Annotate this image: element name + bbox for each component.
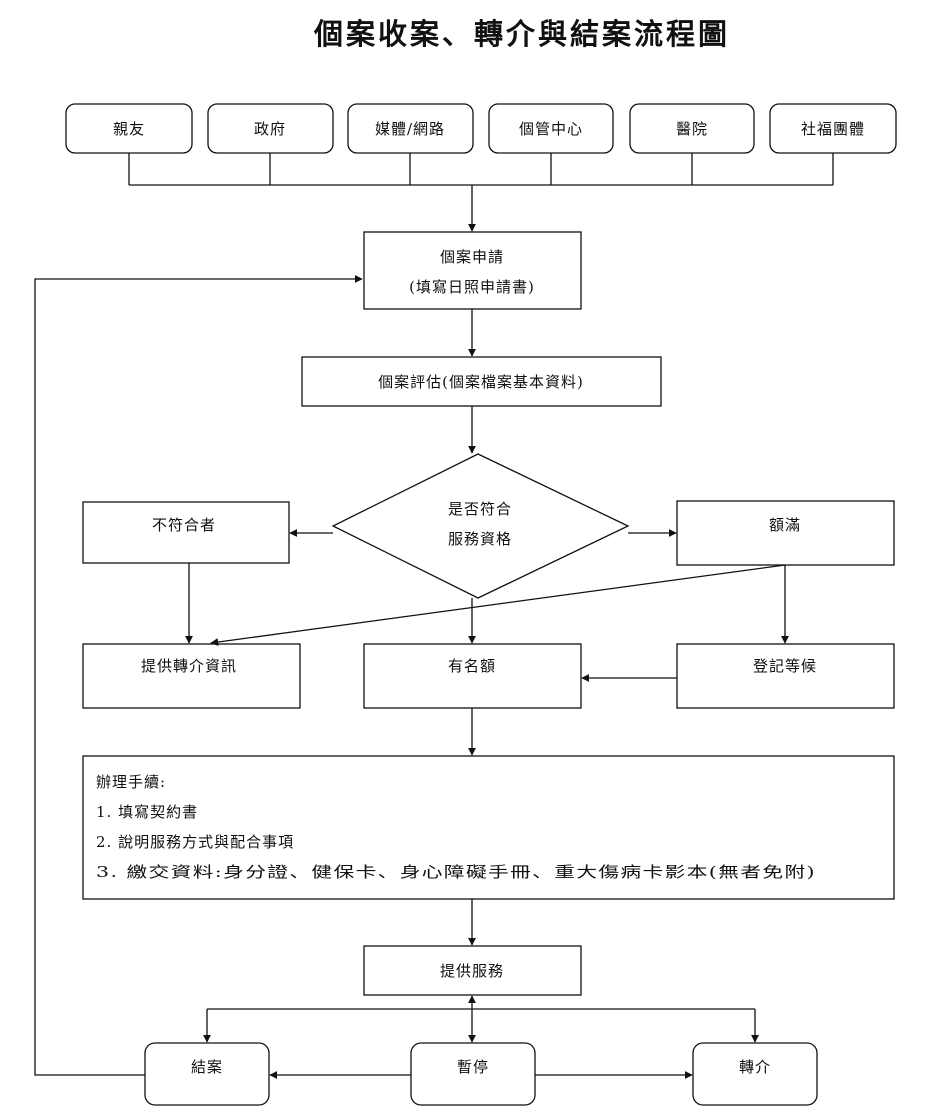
pause-box <box>410 1042 536 1106</box>
outcome-connectors <box>34 275 759 1079</box>
full-label: 額滿 <box>769 516 801 534</box>
feedback-close-to-application <box>34 275 363 1076</box>
transfer-label: 轉介 <box>739 1058 771 1076</box>
close-box <box>144 1042 270 1106</box>
waitlist-label: 登記等候 <box>753 657 817 675</box>
decision-diamond <box>331 453 630 599</box>
source-label-media: 媒體/網路 <box>375 120 445 138</box>
not-eligible-box <box>82 501 290 564</box>
not-eligible-label: 不符合者 <box>152 516 216 534</box>
transfer-box <box>692 1042 818 1106</box>
source-label-relatives: 親友 <box>113 120 145 138</box>
procedures-item: 2. 說明服務方式與配合事項 <box>96 833 294 851</box>
assessment-label: 個案評估(個案檔案基本資料) <box>378 373 584 391</box>
has-slot-box <box>363 643 582 709</box>
referral-info-box <box>82 643 301 709</box>
service-box <box>363 945 582 996</box>
application-title: 個案申請 <box>440 248 504 266</box>
source-label-social-welfare: 社福團體 <box>801 120 865 138</box>
decision-label-line2: 服務資格 <box>448 530 512 548</box>
source-label-government: 政府 <box>254 120 286 138</box>
source-labels: 親友 政府 媒體/網路 個管中心 醫院 社福團體 <box>113 120 865 138</box>
close-label: 結案 <box>191 1058 223 1076</box>
application-box <box>363 231 582 310</box>
source-connectors <box>128 153 834 232</box>
procedures-heading: 辦理手續: <box>96 773 166 791</box>
waitlist-box <box>676 643 895 709</box>
decision-connectors <box>185 529 789 646</box>
procedures-box <box>82 755 895 900</box>
pause-label: 暫停 <box>457 1058 489 1076</box>
service-label: 提供服務 <box>440 962 504 980</box>
source-boxes <box>65 103 897 154</box>
procedures-item: 3. 繳交資料:身分證、健保卡、身心障礙手冊、重大傷病卡影本(無者免附) <box>96 863 816 881</box>
source-label-hospital: 醫院 <box>676 120 708 138</box>
assessment-box <box>301 356 662 407</box>
has-slot-label: 有名額 <box>448 657 496 675</box>
application-subtitle: (填寫日照申請書) <box>409 278 535 296</box>
referral-info-label: 提供轉介資訊 <box>141 657 237 675</box>
diagram-title: 個案收案、轉介與結案流程圖 <box>313 17 730 51</box>
decision-label-line1: 是否符合 <box>448 500 512 518</box>
source-label-case-center: 個管中心 <box>519 120 583 138</box>
procedures-item: 1. 填寫契約書 <box>96 803 198 821</box>
arrow-full-to-referral <box>210 564 786 646</box>
